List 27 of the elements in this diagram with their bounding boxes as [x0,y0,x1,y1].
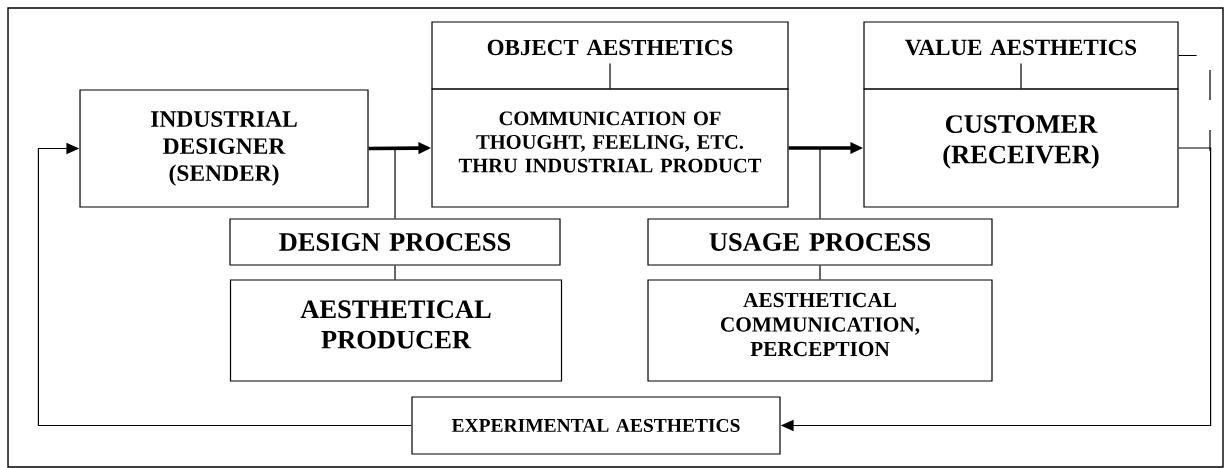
node-label: AESTHETICAL COMMUNICATION, PERCEPTION [720,292,920,357]
connector-line [819,147,821,219]
node-label: DESIGN PROCESS [279,233,511,251]
connector-line [1020,63,1022,89]
node-label: EXPERIMENTAL AESTHETICS [451,418,740,433]
process-box [431,88,789,208]
connector-line [394,147,396,219]
node-label: CUSTOMER (RECEIVER) [943,115,1099,169]
process-box [431,21,789,90]
connector-line [394,265,396,280]
node-label: VALUE AESTHETICS [905,39,1137,56]
process-box [647,218,993,266]
process-box [79,89,369,208]
process-box [229,218,561,266]
connector-line [609,63,611,89]
arrow [37,142,412,427]
process-box [863,21,1179,90]
node-label: OBJECT AESTHETICS [487,39,733,56]
process-box [411,396,781,455]
process-box [863,88,1179,208]
process-box [229,279,563,382]
process-box [647,279,993,382]
node-label: AESTHETICAL PRODUCER [300,300,491,349]
node-label: COMMUNICATION OF THOUGHT, FEELING, ETC. THRU INDUSTRIAL PRODUCT [458,111,762,173]
node-label: INDUSTRIAL DESIGNER (SENDER) [151,111,297,186]
node-label: USAGE PROCESS [709,233,931,251]
connector-line [819,265,821,280]
